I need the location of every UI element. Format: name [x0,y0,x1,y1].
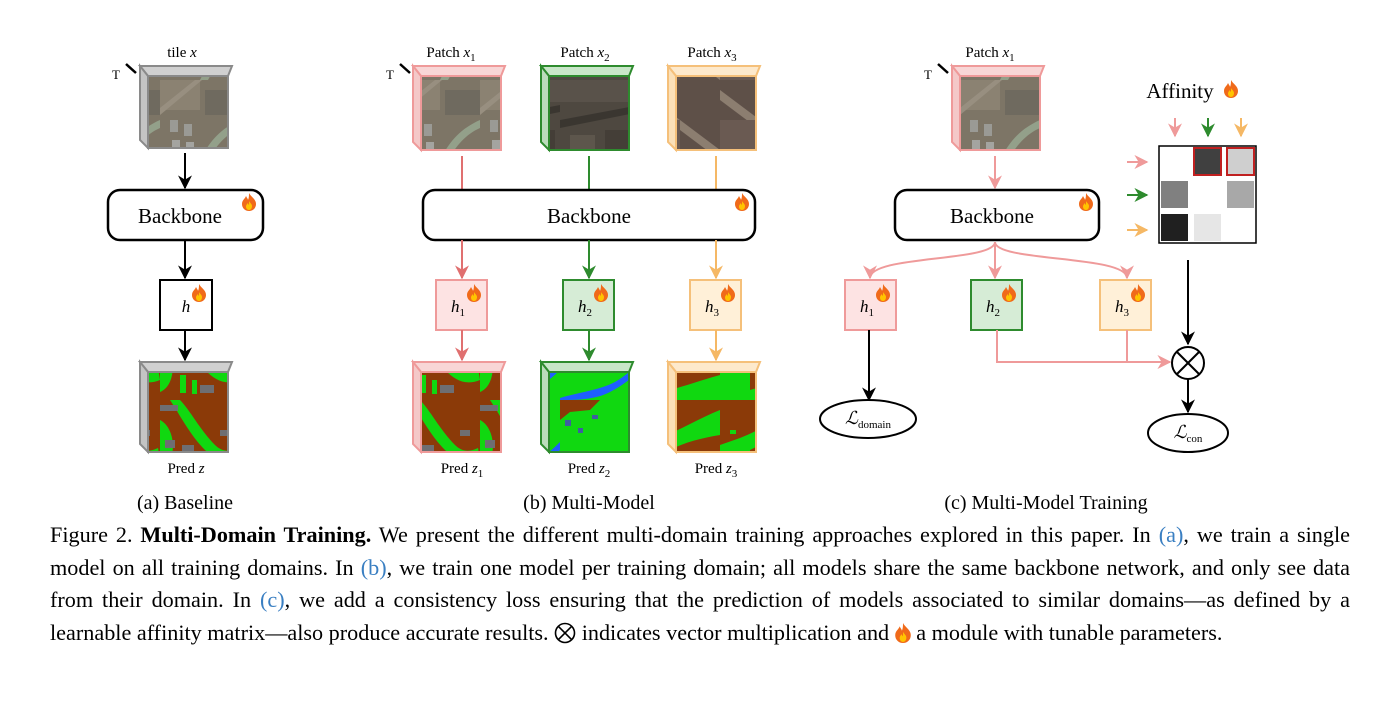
patch-label: Patch x1 [965,45,1014,64]
loss-con-ellipse [1147,413,1229,453]
pred-cube [137,359,234,455]
panel-b-caption: (b) Multi-Model [523,492,655,514]
backbone-box [893,188,1101,242]
head-3-box [1099,279,1152,331]
head-box [159,279,213,331]
pred-1-cube [410,359,507,455]
patch-3-cube [665,63,762,153]
head-3-label: h3 [1115,297,1130,319]
panel-b: T Patch x1 Patch x2 Patch x3 Backbone [386,45,762,514]
head-3-label: h3 [705,297,720,319]
panel-c: Patch x1 T Backbone h1 h2 h3 ℒdomain [819,45,1257,514]
head-2-label: h2 [578,297,592,319]
patch-1-cube [410,63,507,153]
affinity-cell [1161,214,1188,241]
pred-2-label: Pred z2 [568,461,611,480]
head-2-label: h2 [986,297,1000,319]
input-tile-cube [137,63,234,151]
panel-a-caption: (a) Baseline [137,492,233,514]
patch-1-label: Patch x1 [426,45,475,64]
t-pointer [125,63,137,74]
head-label: h [182,297,191,316]
affinity-col-arrows [1168,118,1248,138]
head-1-box [844,279,897,331]
loss-domain-ellipse [819,399,917,439]
pred-label: Pred z [167,461,204,477]
head-3-box [689,279,742,331]
patch-2-cube [538,63,635,153]
affinity-cell [1161,181,1188,208]
head-1-label: h1 [451,297,465,319]
caption-title: Multi-Domain Training. [140,522,372,547]
otimes-icon [554,622,576,643]
affinity-cell [1227,181,1254,208]
figure-diagram: tile x T Backbone h Pred z (a) Baseline … [106,45,1257,514]
branch-to-head-1 [863,241,996,280]
ref-link-b[interactable]: (b) [360,554,387,580]
figure-caption: Figure 2. Multi-Domain Training. We pres… [50,519,1350,649]
affinity-title: Affinity [1146,79,1214,103]
head-2-box [970,279,1023,331]
head-1-box [435,279,488,331]
panel-c-caption: (c) Multi-Model Training [944,492,1147,514]
backbone-label: Backbone [547,204,631,228]
backbone-label: Backbone [138,204,222,228]
head-2-box [562,279,615,331]
caption-text: , we train one model per training domain… [50,554,1350,613]
t-label: T [386,67,394,82]
fire-icon [894,622,911,643]
affinity-cell [1193,147,1222,176]
patch-2-label: Patch x2 [560,45,609,64]
t-label: T [112,67,120,82]
patch-cube [949,63,1046,153]
affinity-cell [1194,214,1221,241]
affinity-matrix [1158,145,1257,244]
backbone-label: Backbone [950,204,1034,228]
caption-text: , we train a single model on all trainin… [50,522,1350,580]
loss-domain-label: ℒdomain [845,408,891,431]
panel-a: tile x T Backbone h Pred z (a) Baseline [106,45,265,514]
fire-icon [1224,80,1238,98]
pred-2-cube [538,359,635,455]
t-label: T [924,67,932,82]
caption-label: Figure 2. [50,522,141,547]
line-heads-to-otimes [996,330,1172,369]
affinity-row-arrows [1127,155,1149,237]
branch-to-head-3 [994,241,1134,280]
ref-link-a[interactable]: (a) [1158,522,1184,547]
pred-3-label: Pred z3 [695,461,738,480]
t-pointer [937,63,949,74]
ref-link-c[interactable]: (c) [259,587,285,612]
head-1-label: h1 [860,297,874,319]
patch-3-label: Patch x3 [687,45,737,64]
caption-text: indicates vector multiplication and [576,619,895,645]
pred-1-label: Pred z1 [441,461,484,480]
tile-label: tile x [167,45,197,61]
caption-text: , we add a consistency loss ensuring tha… [50,587,1350,645]
t-pointer [399,63,411,74]
otimes-icon [1171,346,1205,380]
pred-3-cube [665,359,762,455]
caption-text: a module with tunable parameters. [910,619,1223,645]
loss-con-label: ℒcon [1174,422,1203,445]
caption-text: We present the different multi-domain tr… [371,522,1159,547]
affinity-cell [1226,147,1255,176]
